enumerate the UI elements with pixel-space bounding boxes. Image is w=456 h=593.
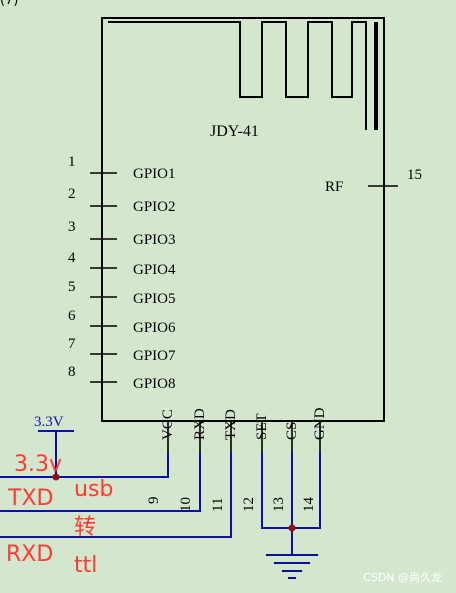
- pin-number: 6: [68, 308, 76, 324]
- ground-icon: [266, 554, 318, 579]
- pin-number: 8: [68, 364, 76, 380]
- bottom-pin-number-11: 11: [210, 498, 226, 512]
- txd-note: TXD: [7, 486, 53, 511]
- rf-pin-number: 15: [407, 167, 422, 183]
- rf-label: RF: [325, 179, 343, 195]
- bottom-pin-number-12: 12: [241, 497, 257, 512]
- converter-note-zhuan: 转: [74, 515, 96, 540]
- left-pin-5: 5 GPIO5: [68, 279, 176, 307]
- pin-label: GPIO2: [133, 199, 176, 215]
- pin-label: GPIO8: [133, 376, 176, 392]
- pin-number: 2: [68, 186, 76, 202]
- pin-label: GPIO7: [133, 348, 176, 364]
- rxd-note: RXD: [6, 542, 53, 567]
- ground-junction: [288, 524, 296, 532]
- power-label: 3.3V: [34, 414, 64, 430]
- vcc-junction: [52, 473, 60, 481]
- pin-number: 7: [68, 336, 76, 352]
- bottom-pin-number-14: 14: [301, 497, 317, 513]
- pin-label: GPIO1: [133, 166, 176, 182]
- txd-pin-wire: [0, 452, 232, 538]
- left-pin-2: 2 GPIO2: [68, 186, 176, 215]
- antenna-trace: [108, 21, 367, 130]
- left-pin-8: 8 GPIO8: [68, 364, 176, 392]
- converter-note-usb: usb: [74, 477, 113, 502]
- pin-number: 5: [68, 279, 76, 295]
- corner-fragment: (7): [0, 0, 18, 8]
- converter-note-ttl: ttl: [74, 553, 97, 578]
- bottom-pin-leads: [167, 421, 321, 452]
- bottom-pin-number-10: 10: [178, 497, 194, 512]
- watermark: CSDN @尚久龙: [363, 571, 442, 584]
- pin-label: GPIO5: [133, 291, 176, 307]
- bottom-pin-number-13: 13: [271, 497, 287, 512]
- pin-label: GPIO6: [133, 320, 176, 336]
- pin-label: GPIO4: [133, 262, 176, 278]
- rxd-pin-wire: [0, 452, 201, 512]
- left-pin-6: 6 GPIO6: [68, 308, 176, 336]
- left-pin-4: 4 GPIO4: [68, 250, 176, 278]
- pin-number: 4: [68, 250, 76, 266]
- left-pin-3: 3 GPIO3: [68, 219, 176, 248]
- bottom-pin-number-9: 9: [146, 497, 162, 505]
- vcc-note: 3.3v: [14, 452, 62, 477]
- pin-label: GPIO3: [133, 232, 176, 248]
- pin-number: 3: [68, 219, 76, 235]
- left-pin-7: 7 GPIO7: [68, 336, 176, 364]
- module-body: [101, 17, 385, 422]
- module-name: JDY-41: [210, 123, 259, 140]
- left-pin-1: 1 GPIO1: [68, 154, 176, 182]
- pin-number: 1: [68, 154, 76, 170]
